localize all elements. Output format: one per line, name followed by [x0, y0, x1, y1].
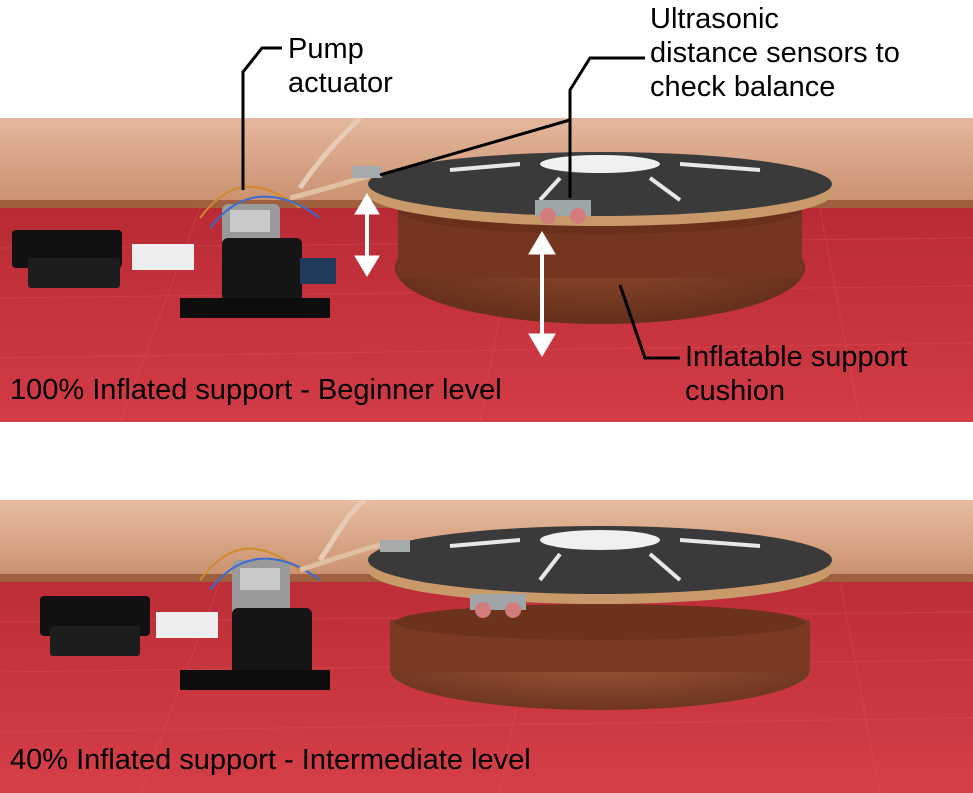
sensor-label-line-2: distance sensors to	[650, 37, 900, 69]
cushion-label-line-1: Inflatable support	[685, 341, 908, 373]
photo-panel-partial-inflation: 40% Inflated support - Intermediate leve…	[0, 500, 973, 793]
cushion-label-line-2: cushion	[685, 375, 785, 407]
sensor-label-line-3: check balance	[650, 71, 836, 103]
panel-caption: 40% Inflated support - Intermediate leve…	[10, 744, 531, 776]
sensor-label: Ultrasonic distance sensors to check bal…	[650, 2, 900, 104]
panel-caption: 100% Inflated support - Beginner level	[10, 374, 502, 406]
sensor-label-line-1: Ultrasonic	[650, 3, 779, 35]
cushion-label: Inflatable support cushion	[685, 340, 907, 408]
pump-label: Pump actuator	[288, 32, 393, 100]
pump-label-line-2: actuator	[288, 67, 393, 99]
photo-partial-inflation	[0, 500, 973, 793]
pump-label-line-1: Pump	[288, 33, 364, 65]
